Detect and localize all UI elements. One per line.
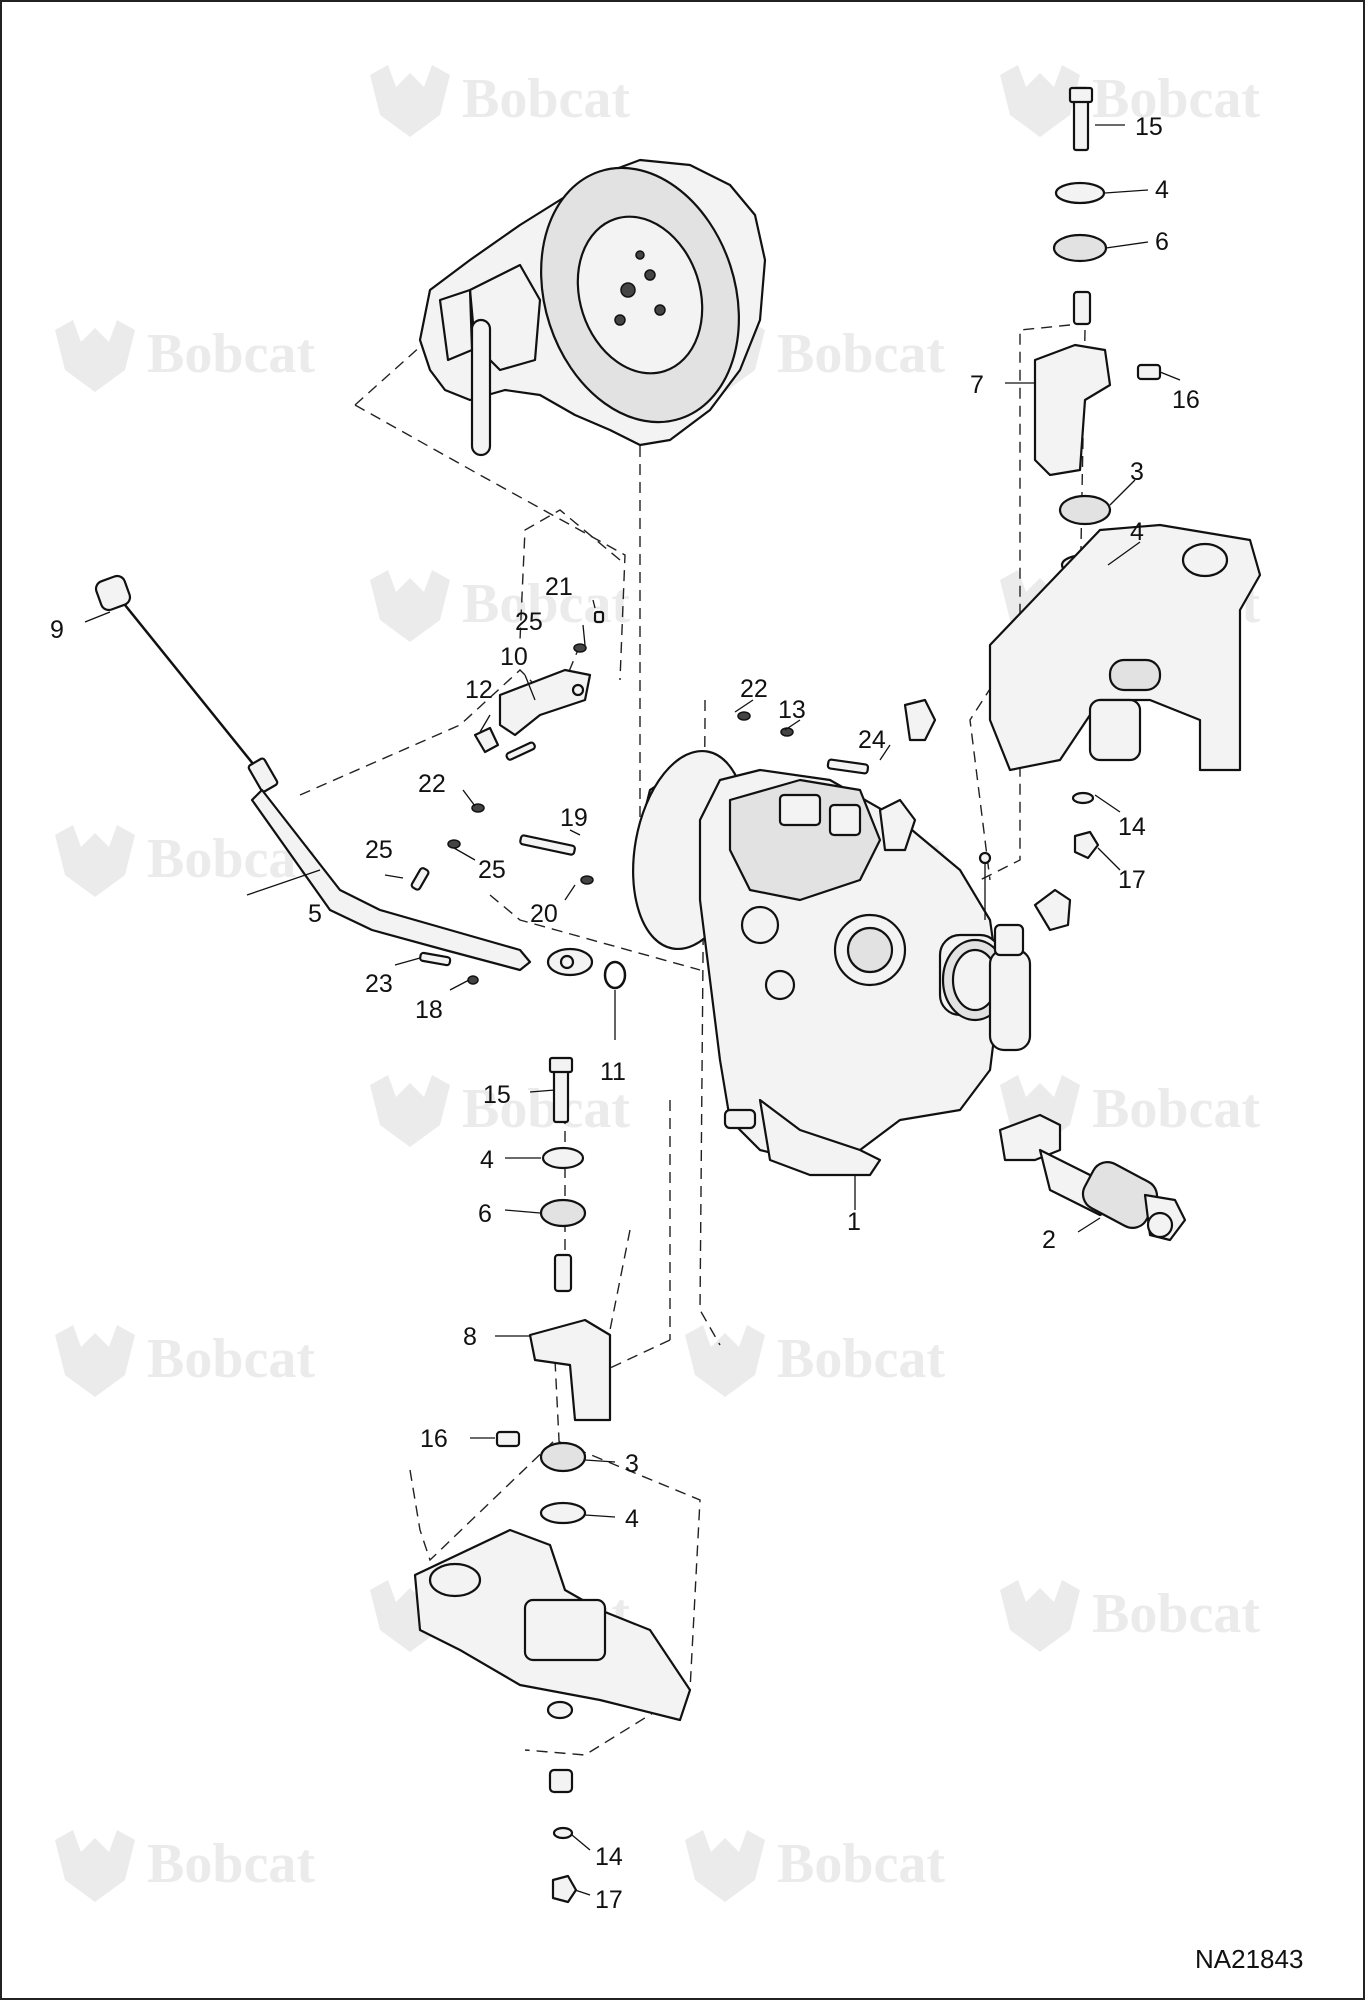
- callout-20: 20: [530, 900, 558, 928]
- callout-3: 3: [625, 1450, 639, 1478]
- watermark-text: Bobcat: [1092, 1078, 1260, 1140]
- callout-19: 25: [365, 836, 393, 864]
- callout-25: 13: [778, 696, 806, 724]
- document-id: NA21843: [1195, 1944, 1303, 1974]
- callout-2: 2: [1042, 1226, 1056, 1254]
- callout-6: 6: [1155, 228, 1169, 256]
- callout-14: 14: [595, 1843, 623, 1871]
- callout-4: 4: [1130, 518, 1144, 546]
- callout-8: 8: [463, 1323, 477, 1351]
- callout-15: 15: [1135, 113, 1163, 141]
- watermark-text: Bobcat: [462, 1078, 630, 1140]
- watermark-text: Bobcat: [777, 1833, 945, 1895]
- drive-shaft: [998, 1113, 1187, 1242]
- callout-18: 18: [415, 996, 443, 1024]
- watermark-text: Bobcat: [462, 573, 630, 635]
- callout-4: 4: [480, 1146, 494, 1174]
- callout-24: 24: [858, 726, 886, 754]
- callout-25: 25: [515, 608, 543, 636]
- callout-17: 17: [595, 1886, 623, 1914]
- callout-21: 21: [545, 573, 573, 601]
- callout-16: 16: [420, 1425, 448, 1453]
- callout-9: 9: [50, 616, 64, 644]
- callout-17: 17: [1118, 866, 1146, 894]
- upper-right-mount: [988, 86, 1262, 860]
- callout-5: 5: [308, 900, 322, 928]
- callout-7: 7: [970, 371, 984, 399]
- callout-14: 14: [1118, 813, 1146, 841]
- callout-1: 1: [847, 1208, 861, 1236]
- engine-flywheel-housing: [418, 158, 767, 457]
- watermark-text: Bobcat: [777, 1328, 945, 1390]
- callout-labels: 15 4 6 7 16 3 4 21 25 9 10 12 22 25 24 1…: [50, 113, 1200, 1914]
- callout-23: 23: [365, 970, 393, 998]
- lower-left-mount: [413, 1056, 692, 1904]
- callout-16: 16: [1172, 386, 1200, 414]
- callout-4: 4: [625, 1505, 639, 1533]
- dipstick-assembly: [94, 574, 627, 990]
- watermark-text: Bobcat: [1092, 1583, 1260, 1645]
- callout-12: 12: [465, 676, 493, 704]
- callout-15: 15: [483, 1081, 511, 1109]
- callout-11: 11: [600, 1058, 626, 1086]
- watermark-text: Bobcat: [147, 1833, 315, 1895]
- transmission-assembly: [632, 698, 1072, 1177]
- callout-22: 22: [418, 770, 446, 798]
- callout-4: 4: [1155, 176, 1169, 204]
- callout-3: 3: [1130, 458, 1144, 486]
- callout-10: 10: [500, 643, 528, 671]
- watermark-text: Bobcat: [462, 68, 630, 130]
- callout-leaders: [84, 124, 1181, 1896]
- watermark-text: Bobcat: [147, 323, 315, 385]
- callout-6: 6: [478, 1200, 492, 1228]
- callout-25: 25: [478, 856, 506, 884]
- watermark-text: Bobcat: [147, 1328, 315, 1390]
- callout-13: 19: [560, 804, 588, 832]
- watermark-text: Bobcat: [777, 323, 945, 385]
- callout-22: 22: [740, 675, 768, 703]
- watermark-text: Bobcat: [1092, 68, 1260, 130]
